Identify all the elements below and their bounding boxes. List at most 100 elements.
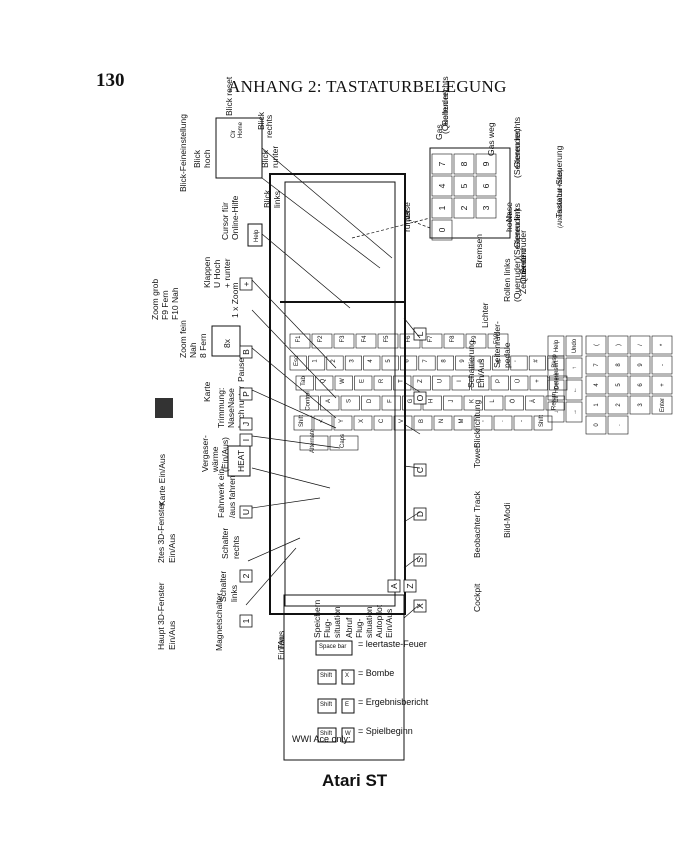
keyboard-key: O (471, 375, 490, 391)
label-speichern-flug: Flug- (322, 618, 332, 638)
keyboard-key: D (361, 395, 381, 411)
ace-row-key2: E (345, 702, 349, 708)
keyboard-key: , (473, 415, 493, 431)
ace-row-text: = Spielbeginn (358, 726, 413, 736)
keyboard-key: F3 (333, 333, 355, 349)
keyboard-key-label: Esc (294, 356, 300, 366)
label-cursor: Cursor für (220, 202, 230, 240)
keyboard-key: F (381, 395, 401, 411)
label-seitenruder: Seitenruder- (492, 321, 502, 368)
legend-key: 0 (431, 219, 453, 241)
keyboard-key: # (528, 355, 546, 371)
label-2tes-ein-aus: Ein/Aus (167, 534, 177, 563)
label-cockpit: Cockpit (472, 583, 482, 612)
keyboard-key-label: F1 (296, 335, 302, 343)
ace-row: Space bar = leertaste-Feuer (315, 639, 427, 656)
label-gieren-links: Gieren links (512, 203, 522, 248)
callout-key: A (387, 579, 401, 593)
keyboard-key-label: F10 (494, 333, 500, 344)
nav-key: Undo (565, 335, 583, 357)
keyboard-key-label: Alternate (310, 428, 316, 453)
keyboard-key: 8 (436, 355, 454, 371)
keyboard-key-label: C (379, 418, 385, 423)
numpad-key: 9 (629, 355, 651, 375)
label-tastatur-sub: (Alternative zur Maus) (558, 169, 564, 228)
keyboard-key: Tab (295, 376, 314, 391)
numpad-key-label: * (660, 343, 666, 346)
callout-key-label: D (415, 511, 425, 517)
keyboard-key-label: D (367, 398, 373, 403)
callout-key-label: C (415, 467, 425, 473)
numpad-key-label: 2 (616, 403, 622, 407)
nav-key: → (565, 401, 583, 423)
keyboard-key-label: T (398, 379, 404, 383)
keyboard-key-label: - (519, 420, 525, 422)
callout-key: 1 (239, 614, 253, 628)
callout-key: I (239, 433, 253, 447)
keyboard-key-label: . (499, 420, 505, 422)
keyboard-key: 6 (400, 355, 418, 371)
keyboard-key-label: # (533, 359, 539, 363)
legend-key-label: 0 (437, 227, 447, 232)
keyboard-key-label: 8 (441, 359, 447, 363)
label-nase-runter: Nase (226, 388, 236, 408)
keyboard-key-label: V (399, 419, 405, 423)
keyboard-key: Y (333, 415, 353, 431)
numpad-key: - (651, 355, 673, 375)
keyboard-key-label: W (340, 378, 346, 384)
numpad-key-label: 5 (616, 383, 622, 387)
label-1x-zoom: 1 x Zoom (230, 283, 240, 318)
karte-picture (155, 398, 173, 418)
label-kp-nase-runter-2: runter (402, 210, 412, 232)
keyboard-key-label: P (496, 379, 502, 383)
label-schattierung-2: Ein/Aus (476, 359, 486, 388)
numpad-key-label: 0 (594, 423, 600, 427)
legend-key-label: 6 (481, 183, 491, 188)
label-blick-reset: Blick reset (224, 76, 234, 116)
keyboard-key-label: 7 (423, 359, 429, 363)
keyboard-key-label: Z (418, 379, 424, 383)
callout-key: S (413, 553, 427, 567)
label-karte-ein-aus: Karte Ein/Aus (157, 454, 167, 506)
keyboard-key-label: Q (320, 378, 326, 383)
numpad-key: ) (607, 335, 629, 355)
nav-key: Help (547, 335, 565, 357)
nav-key-label: ← (572, 387, 578, 393)
keyboard-key-label: U (437, 379, 443, 383)
numpad-key-label: 1 (594, 403, 600, 407)
callout-key: P (239, 387, 253, 401)
keyboard-key-label: ß (497, 359, 503, 363)
keyboard-key-label: F2 (318, 335, 324, 343)
keyboard-key: Ö (504, 395, 524, 411)
callout-key-label: 1 (241, 618, 251, 623)
keyboard-key: F6 (399, 333, 421, 349)
label-karte: Karte (202, 381, 212, 402)
ace-row: Shift E = Ergebnisbericht (317, 697, 429, 714)
keyboard-key-label: J (449, 400, 455, 403)
callout-key-label: I (241, 439, 251, 441)
keyboard-key: F9 (465, 333, 487, 349)
legend-key: 3 (475, 197, 497, 219)
keypad-legend (429, 147, 511, 239)
label-schalter-links: Schalter (218, 571, 228, 602)
keyboard-key-label: F5 (384, 335, 390, 343)
label-lichter: Lichter (480, 302, 490, 328)
keyboard-outline (269, 173, 406, 615)
label-help: Help (254, 229, 260, 242)
keyboard-key-label: Ä (530, 399, 537, 403)
label-zentrieren-3: Seitenruder (518, 230, 528, 274)
keyboard-key-label: 4 (368, 359, 374, 363)
keyboard-key: Z (412, 375, 431, 391)
keyboard-key-label: Caps (340, 434, 346, 448)
keyboard-key: . (493, 415, 513, 431)
label-abruf-situation: situation (364, 606, 374, 638)
keyboard-key-label: F6 (406, 335, 412, 343)
numpad-key: 5 (607, 375, 629, 395)
label-ton: Ton (276, 636, 286, 650)
keyboard-key-label: + (535, 379, 541, 383)
keyboard-key-label: Ü (514, 379, 521, 383)
nav-key: Insert (547, 357, 565, 379)
legend-key: 8 (453, 153, 475, 175)
keyboard-key-label: F8 (450, 335, 456, 343)
label-bremsen: Bremsen (474, 234, 484, 268)
